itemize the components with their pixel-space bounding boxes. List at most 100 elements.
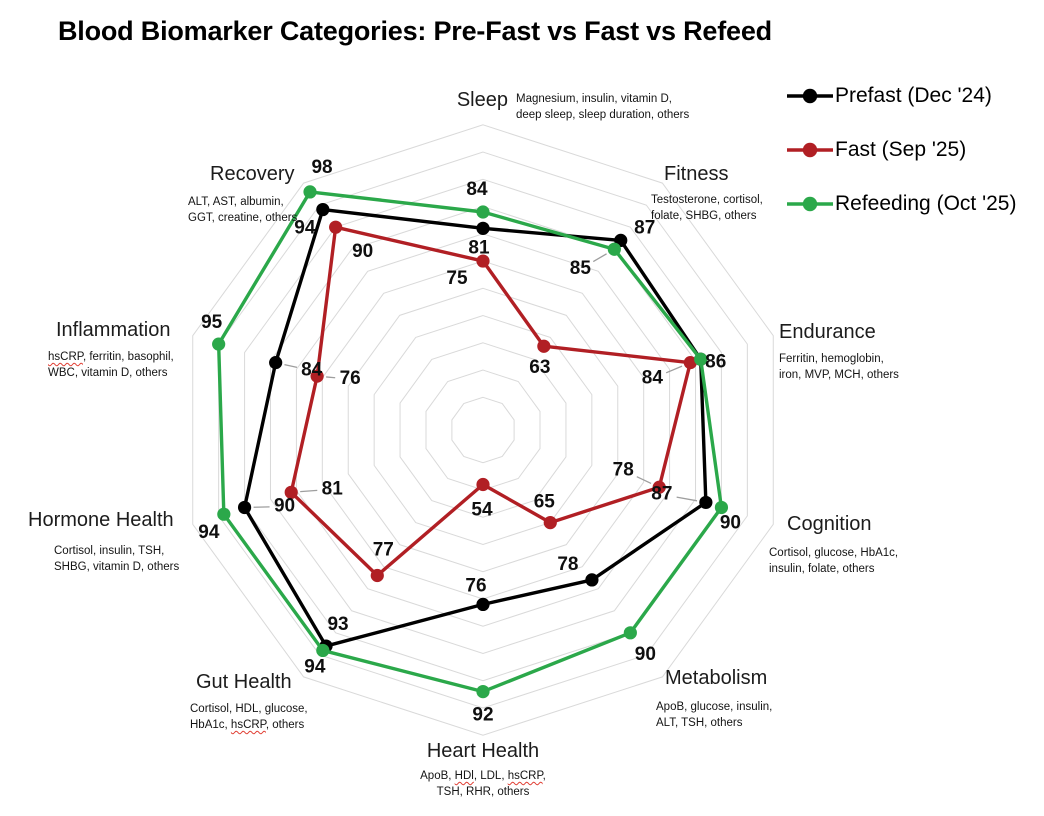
data-point-fast-sep-25 bbox=[284, 485, 298, 499]
label-leader-line bbox=[676, 496, 698, 502]
legend-marker-icon bbox=[787, 196, 833, 211]
value-label-metabolism: 65 bbox=[534, 492, 556, 513]
value-label-metabolism: 78 bbox=[557, 554, 578, 575]
value-label-sleep: 81 bbox=[468, 237, 490, 258]
axis-title: Fitness bbox=[664, 163, 729, 185]
legend-label: Prefast (Dec '24) bbox=[835, 83, 992, 107]
label-leader-line bbox=[326, 376, 336, 379]
data-point-fast-sep-25 bbox=[370, 568, 384, 583]
data-point-fast-sep-25 bbox=[683, 356, 697, 370]
axis-sublabel-endurance: Ferritin, hemoglobin, iron, MVP, MCH, ot… bbox=[779, 353, 899, 382]
value-label-inflammation: 95 bbox=[201, 312, 223, 333]
grid-ring bbox=[347, 287, 619, 573]
grid-ring bbox=[451, 396, 515, 464]
axis-sublabel-heart-health: ApoB, HDl, LDL, hsCRP, TSH, RHR, others bbox=[420, 770, 546, 799]
label-leader-line bbox=[636, 476, 652, 485]
data-point-refeeding-oct-25 bbox=[623, 626, 637, 640]
data-point-refeeding-oct-25 bbox=[476, 685, 490, 699]
value-label-recovery: 98 bbox=[311, 157, 332, 178]
value-label-cognition: 87 bbox=[651, 483, 672, 504]
axis-label-heart-health: Heart Health bbox=[398, 740, 568, 763]
value-label-heart-health: 76 bbox=[465, 575, 486, 596]
data-point-refeeding-oct-25 bbox=[714, 500, 729, 515]
axis-label-recovery: Recovery bbox=[210, 163, 294, 186]
data-point-fast-sep-25 bbox=[476, 477, 490, 492]
axis-label-metabolism: Metabolism bbox=[665, 667, 767, 690]
legend-item-prefast: Prefast (Dec '24) bbox=[786, 84, 1016, 107]
value-label-heart-health: 92 bbox=[472, 705, 493, 726]
label-leader-line bbox=[665, 365, 683, 374]
data-point-refeeding-oct-25 bbox=[217, 507, 231, 521]
axis-sublabel-gut-health: Cortisol, HDL, glucose, HbA1c, hsCRP, ot… bbox=[190, 703, 308, 732]
data-point-prefast-dec-24 bbox=[316, 202, 330, 217]
data-point-fast-sep-25 bbox=[652, 480, 666, 494]
value-label-sleep: 84 bbox=[466, 179, 488, 200]
axis-sublabel-inflammation: hsCRP, ferritin, basophil, WBC, vitamin … bbox=[48, 351, 174, 380]
value-label-endurance: 86 bbox=[705, 351, 726, 372]
data-point-fast-sep-25 bbox=[310, 369, 324, 383]
axis-title: Gut Health bbox=[196, 671, 292, 693]
value-label-hormone-health: 90 bbox=[274, 495, 295, 516]
legend-label: Refeeding (Oct '25) bbox=[835, 191, 1017, 215]
axis-sublabel-hormone-health: Cortisol, insulin, TSH, SHBG, vitamin D,… bbox=[54, 545, 180, 574]
data-point-prefast-dec-24 bbox=[269, 356, 283, 370]
chart-title: Blood Biomarker Categories: Pre-Fast vs … bbox=[58, 16, 772, 46]
data-point-fast-sep-25 bbox=[329, 220, 343, 234]
data-point-refeeding-oct-25 bbox=[476, 205, 490, 219]
axis-label-endurance: Endurance bbox=[779, 321, 876, 344]
data-point-prefast-dec-24 bbox=[585, 573, 599, 587]
axis-title: Sleep bbox=[456, 89, 508, 111]
legend-marker-icon bbox=[787, 142, 833, 157]
axis-title: Inflammation bbox=[56, 319, 171, 341]
grid-ring bbox=[218, 151, 748, 709]
axis-sublabel-recovery: ALT, AST, albumin, GGT, creatine, others bbox=[188, 196, 298, 225]
axis-label-gut-health: Gut Health bbox=[196, 671, 292, 694]
axis-title: Recovery bbox=[210, 163, 295, 185]
axis-title: Heart Health bbox=[426, 740, 540, 762]
data-point-prefast-dec-24 bbox=[237, 500, 252, 515]
axis-label-inflammation: Inflammation bbox=[56, 319, 171, 342]
value-label-gut-health: 94 bbox=[304, 656, 326, 677]
data-point-prefast-dec-24 bbox=[476, 221, 490, 235]
value-label-recovery: 90 bbox=[352, 241, 373, 262]
data-point-refeeding-oct-25 bbox=[303, 185, 317, 199]
label-leader-line bbox=[284, 363, 298, 369]
legend-marker-icon bbox=[787, 88, 833, 103]
axis-label-hormone-health: Hormone Health bbox=[28, 509, 174, 532]
value-label-inflammation: 76 bbox=[340, 368, 361, 389]
grid-ring bbox=[244, 178, 722, 682]
value-label-fitness: 63 bbox=[529, 357, 550, 378]
value-label-fitness: 87 bbox=[634, 217, 655, 238]
axis-label-sleep: Sleep bbox=[404, 89, 508, 112]
grid-ring bbox=[192, 124, 774, 736]
axis-label-cognition: Cognition bbox=[787, 513, 872, 536]
data-point-fast-sep-25 bbox=[476, 254, 490, 268]
value-label-gut-health: 77 bbox=[373, 540, 394, 561]
label-leader-line bbox=[592, 253, 607, 263]
legend-item-fast: Fast (Sep '25) bbox=[786, 138, 1016, 161]
data-point-refeeding-oct-25 bbox=[694, 352, 708, 366]
data-point-refeeding-oct-25 bbox=[212, 337, 226, 351]
grid-ring bbox=[321, 260, 645, 600]
value-label-inflammation: 84 bbox=[301, 360, 323, 381]
data-point-fast-sep-25 bbox=[543, 515, 557, 530]
axis-title: Endurance bbox=[779, 321, 876, 343]
data-point-refeeding-oct-25 bbox=[316, 643, 330, 658]
axis-sublabel-fitness: Testosterone, cortisol, folate, SHBG, ot… bbox=[651, 194, 763, 223]
axis-title: Metabolism bbox=[665, 667, 768, 689]
value-label-heart-health: 54 bbox=[471, 500, 493, 521]
legend-label: Fast (Sep '25) bbox=[835, 137, 967, 161]
grid-ring bbox=[269, 206, 697, 654]
axis-title: Cognition bbox=[787, 513, 872, 535]
grid-ring bbox=[399, 342, 567, 518]
value-label-hormone-health: 81 bbox=[322, 478, 344, 499]
grid-ring bbox=[295, 233, 671, 627]
value-label-metabolism: 90 bbox=[635, 644, 656, 665]
value-label-cognition: 78 bbox=[613, 459, 634, 480]
data-point-prefast-dec-24 bbox=[476, 597, 490, 612]
data-point-prefast-dec-24 bbox=[699, 495, 713, 510]
axis-title: Hormone Health bbox=[28, 509, 174, 531]
value-label-fitness: 85 bbox=[570, 258, 592, 279]
